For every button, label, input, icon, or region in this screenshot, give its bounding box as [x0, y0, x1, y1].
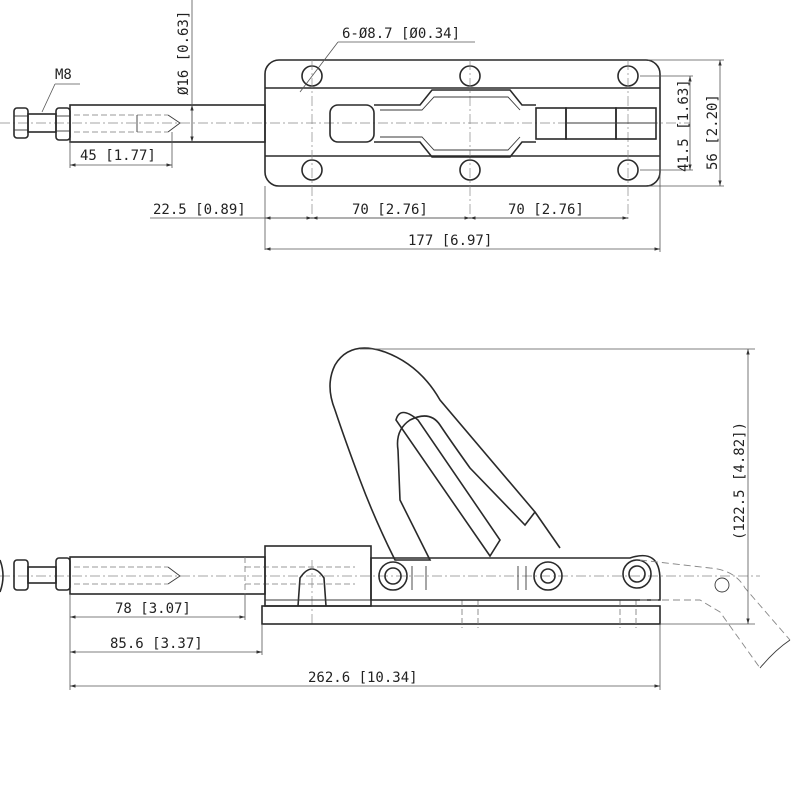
base-plate-top — [264, 59, 661, 220]
dim-base-width: 56 [2.20] — [705, 94, 721, 170]
dim-rod-to-base: 85.6 [3.37] — [110, 636, 203, 652]
dim-handle-height: (122.5 [4.82]) — [732, 422, 748, 540]
dim-hole-spacing-2: 70 [2.76] — [508, 202, 584, 218]
dim-thread-length: 45 [1.77] — [80, 148, 156, 164]
dim-hole-offset: 22.5 [0.89] — [153, 202, 246, 218]
dim-rod-length: 78 [3.07] — [115, 601, 191, 617]
dim-hole-callout: 6-Ø8.7 [Ø0.34] — [342, 26, 460, 42]
side-view: (122.5 [4.82]) 78 [3.07] 85.6 [3.37] 262… — [0, 347, 791, 690]
handle — [329, 347, 561, 561]
top-view: M8 Ø16 [0.63] 6-Ø8.7 [Ø0.34] 45 [1.77] 2… — [0, 0, 724, 252]
base-plate-side — [261, 599, 661, 628]
dim-thread-label: M8 — [55, 67, 72, 83]
handle-open-position — [639, 559, 791, 669]
dim-overall-length: 262.6 [10.34] — [308, 670, 418, 686]
dim-rod-diameter: Ø16 [0.63] — [176, 11, 192, 95]
hex-nut-right — [55, 107, 71, 141]
dim-hole-spacing-1: 70 [2.76] — [352, 202, 428, 218]
dim-base-length: 177 [6.97] — [408, 233, 492, 249]
dim-hole-row-spacing: 41.5 [1.63] — [676, 79, 692, 172]
plunger-rod — [69, 104, 266, 143]
